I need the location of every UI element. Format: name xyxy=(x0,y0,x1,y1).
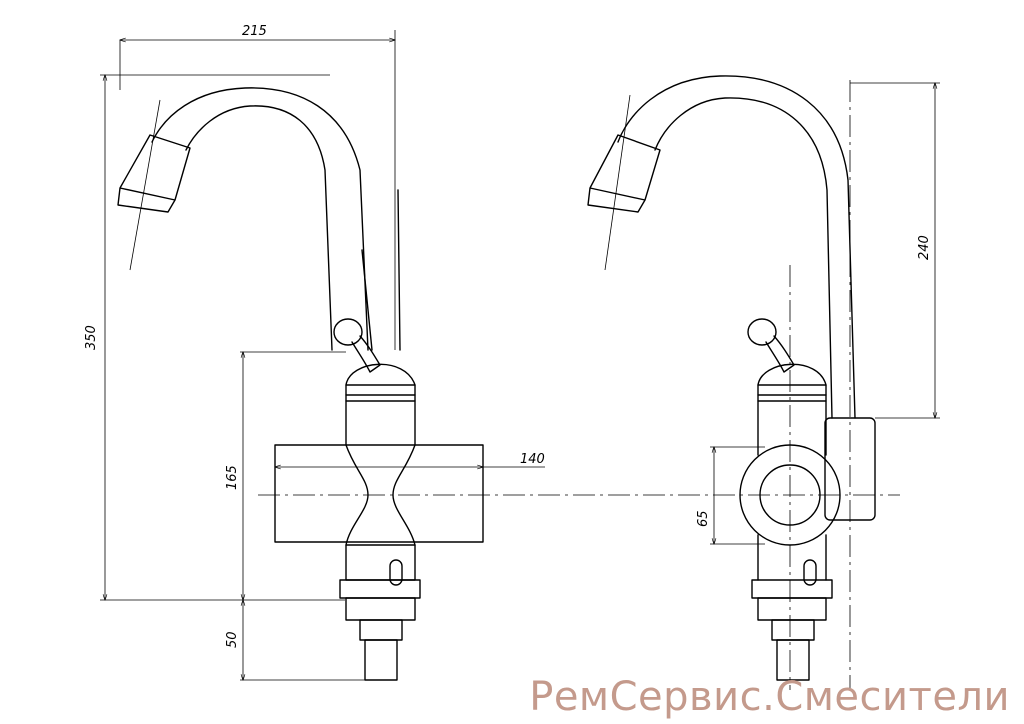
side-heater-box xyxy=(824,417,876,521)
side-lever-knob xyxy=(747,318,777,346)
side-view: 240 65 xyxy=(587,75,940,690)
dim-240: 240 xyxy=(917,235,932,260)
dim-350: 350 xyxy=(84,325,99,350)
dim-65: 65 xyxy=(696,510,711,527)
front-body xyxy=(345,384,416,546)
dim-140: 140 xyxy=(520,452,545,467)
front-view: 215 350 165 50 140 xyxy=(84,24,900,681)
side-heater-ring xyxy=(739,444,841,546)
front-lever-knob xyxy=(333,318,363,346)
side-body-dome xyxy=(757,363,827,386)
watermark-text: РемСервис.Смесители xyxy=(529,674,1010,720)
front-spout xyxy=(151,87,369,351)
front-heater-plate xyxy=(274,444,484,543)
front-nut xyxy=(339,579,421,599)
dim-50: 50 xyxy=(225,631,240,648)
front-aerator xyxy=(117,134,191,213)
dim-165: 165 xyxy=(225,465,240,490)
front-body-dome xyxy=(345,363,416,386)
side-aerator xyxy=(587,134,661,213)
side-spout xyxy=(617,75,856,419)
side-nut xyxy=(751,579,833,599)
dim-215: 215 xyxy=(242,24,267,39)
